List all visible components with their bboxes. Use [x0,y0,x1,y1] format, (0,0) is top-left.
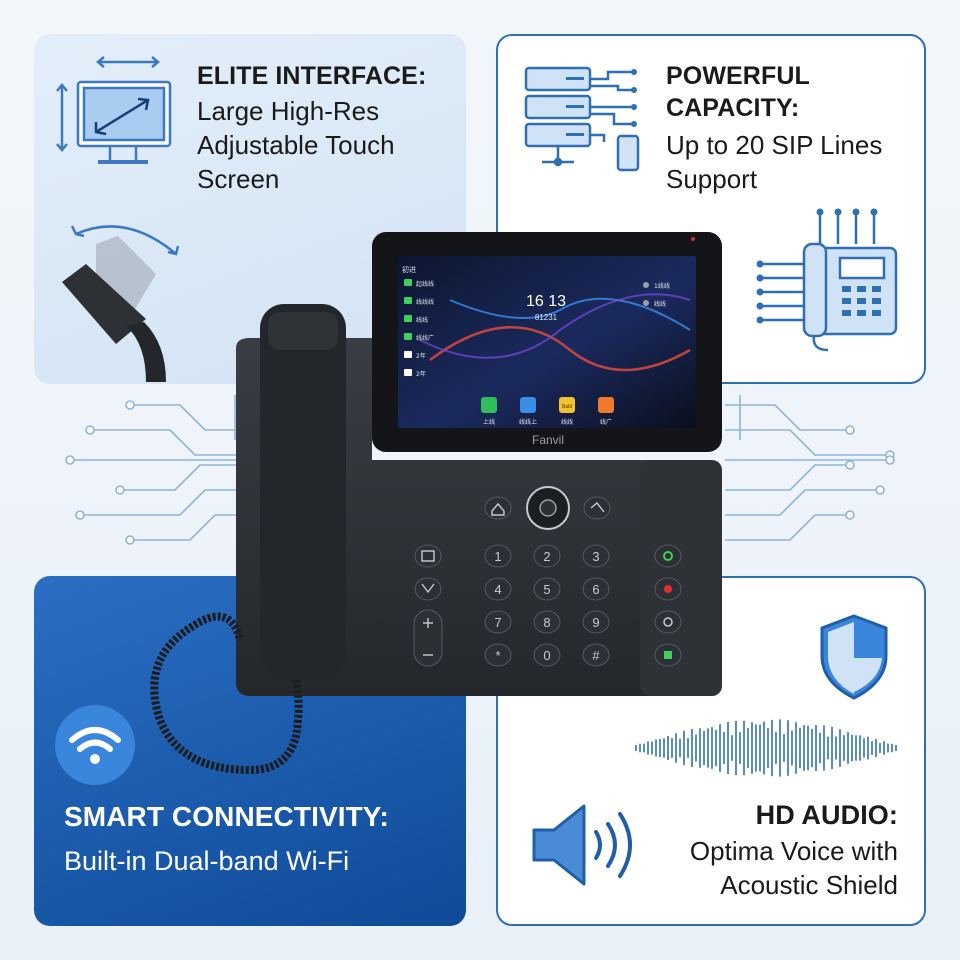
line-key-label[interactable]: 线线线 [416,298,434,306]
keypad-key[interactable] [484,610,512,634]
audio-text-line: Optima Voice with [689,836,898,866]
line-status-icon [404,369,412,376]
keypad-key-label: 1 [494,549,501,564]
audio-text-line: Acoustic Shield [720,870,898,900]
handset[interactable] [260,304,346,678]
volume-rocker[interactable] [413,609,443,667]
capacity-heading: CAPACITY: [666,94,800,122]
ok-button[interactable] [539,499,557,517]
line-key-label[interactable]: 起线线 [416,280,434,288]
back-button[interactable] [583,496,611,520]
clock: 16 13 [526,293,566,310]
message-button[interactable] [414,577,442,601]
brand-logo: Fanvil [532,433,564,447]
speaker-icon [532,804,632,886]
capacity-text-line: Up to 20 SIP Lines [666,130,883,160]
keypad-key[interactable] [582,643,610,667]
line-status-icon [404,315,412,322]
monitor-resize-icon [56,56,172,164]
keypad-key[interactable] [533,643,561,667]
app-icon[interactable] [481,397,497,413]
headset-button[interactable] [654,544,682,568]
coiled-cord [150,612,303,775]
keypad-key-label: 9 [592,615,599,630]
elite-text-line: Large High-Res [197,96,380,126]
elite-text-line: Adjustable Touch [197,130,395,160]
line-status-icon [404,297,412,304]
keypad-key[interactable] [484,544,512,568]
keypad-key-label: 6 [592,582,599,597]
line-key-label[interactable]: 2年 [416,370,426,378]
tilt-screen-icon [62,225,180,382]
line-key-label[interactable]: 2年 [416,352,426,360]
status-left: 初进 [402,265,416,274]
capacity-heading: POWERFUL [666,62,810,90]
transfer-button[interactable] [654,610,682,634]
shield-icon [820,614,888,700]
keypad-key[interactable] [533,544,561,568]
app-label: 线线 [561,418,573,426]
touch-screen[interactable] [398,256,696,428]
side-column [640,460,722,696]
keypad-key[interactable] [582,577,610,601]
contacts-button[interactable] [414,544,442,568]
keypad-key-label: 4 [494,582,501,597]
led-indicator [691,237,695,241]
keypad-key[interactable] [484,643,512,667]
elite-heading: ELITE INTERFACE: [197,62,427,90]
line-status-icon [404,351,412,358]
phone-body [236,338,722,696]
keypad-key-label: 0 [543,648,550,663]
line-status-icon [404,279,412,286]
keypad-key-label: # [592,648,600,663]
app-badge: Bald [562,404,572,410]
keypad-key-label: 5 [543,582,550,597]
app-icon[interactable] [520,397,536,413]
capacity-text-line: Support [666,164,758,194]
keypad-key[interactable] [484,577,512,601]
keypad-key-label: 2 [543,549,550,564]
line-status-icon [643,282,649,288]
line-key-label[interactable]: 线线 [416,316,428,324]
server-network-icon [524,66,640,172]
app-icon[interactable] [598,397,614,413]
keypad-key[interactable] [533,577,561,601]
keypad-key-label: 8 [543,615,550,630]
audio-heading: HD AUDIO: [755,800,898,830]
wifi-icon [55,705,135,785]
date: 81231 [535,313,558,322]
keypad-key[interactable] [582,610,610,634]
sound-wave-icon [635,719,897,777]
keypad-key-label: 7 [494,615,501,630]
keypad-key-label: 3 [592,549,599,564]
app-label: 线线上 [519,418,537,426]
right-list-label[interactable]: 1线线 [654,282,670,290]
right-list-label[interactable]: 线线 [654,300,666,308]
line-key-label[interactable]: 线线广 [416,334,434,342]
keypad-key[interactable] [533,610,561,634]
desk-phone-icon [756,208,898,352]
elite-interface-panel: ELITE INTERFACE: Large High-Res Adjustab… [34,34,466,384]
keypad-key-label: * [495,648,500,663]
app-icon[interactable] [559,397,575,413]
line-status-icon [404,333,412,340]
smart-heading: SMART CONNECTIVITY: [64,801,389,832]
line-status-icon [643,300,649,306]
keypad-key[interactable] [582,544,610,568]
smart-text-line: Built-in Dual-band Wi-Fi [64,846,350,876]
elite-text-line: Screen [197,164,280,194]
app-label: 线广 [600,418,612,426]
app-label: 上线 [483,418,495,426]
